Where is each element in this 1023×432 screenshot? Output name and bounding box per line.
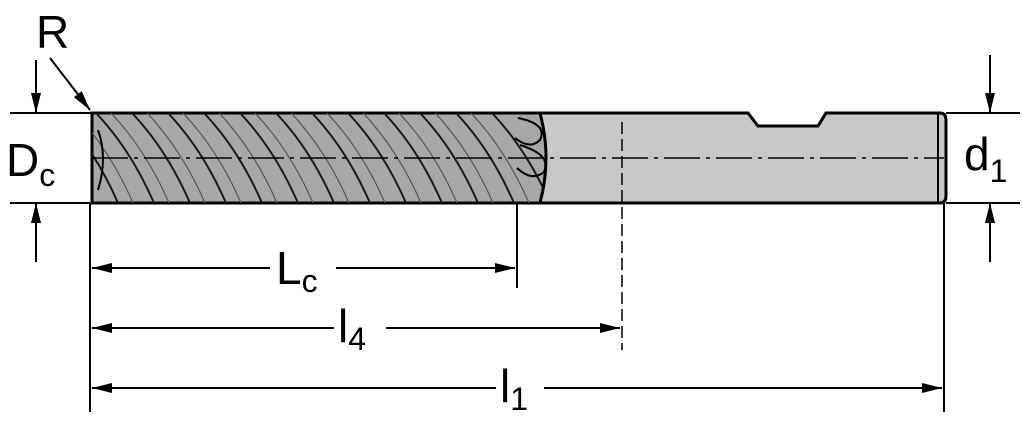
corner-radius-leader: [49, 57, 91, 111]
d1-label: d1: [964, 128, 1007, 189]
l4-label: l4: [338, 300, 366, 357]
corner-radius-label: R: [36, 6, 69, 58]
extension-lines: [10, 112, 1020, 412]
l1-label: l1: [500, 360, 528, 417]
lc-label: Lc: [276, 242, 318, 299]
end-mill-tool: [90, 111, 948, 350]
dc-label: Dc: [6, 134, 55, 193]
